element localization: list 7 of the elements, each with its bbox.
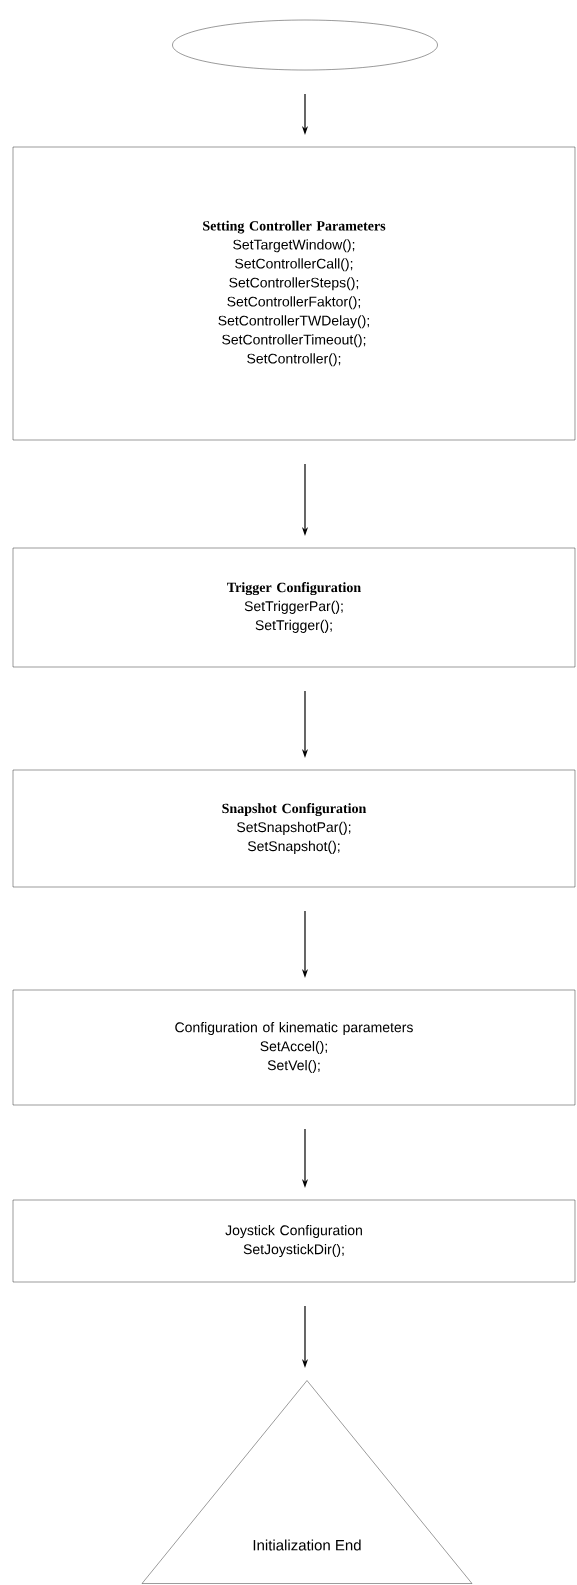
start-ellipse — [172, 19, 438, 71]
process-box: Trigger Configuration SetTriggerPar(); SetTrigger(); — [12, 547, 576, 668]
process-box: Setting Controller Parameters SetTargetWindow(); SetControllerCall(); SetControllerSteps(); SetControllerFaktor(); SetControllerTWDelay(); SetControllerTimeout(); SetController(); — [12, 146, 576, 441]
process-box: Snapshot Configuration SetSnapshotPar(); SetSnapshot(); — [12, 769, 576, 888]
process-box: Configuration of kinematic parameters SetAccel(); SetVel(); — [12, 989, 576, 1106]
end-triangle: Initialization End — [141, 1380, 473, 1584]
process-box: Joystick Configuration SetJoystickDir(); — [12, 1199, 576, 1283]
